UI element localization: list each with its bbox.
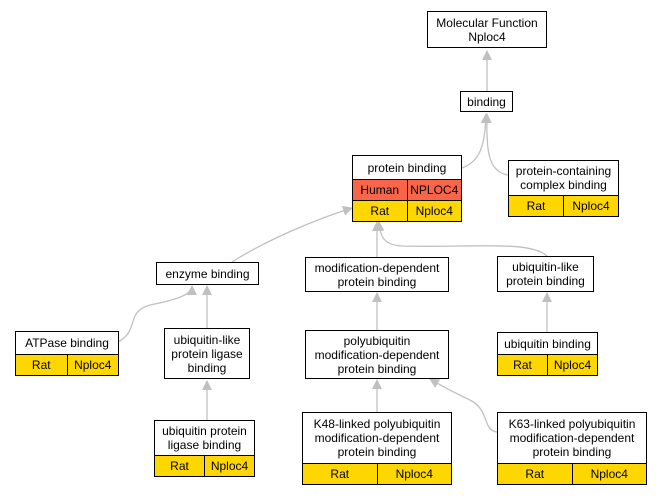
node-protein-binding[interactable]: protein binding Human NPLOC4 Rat Nploc4 [352, 155, 462, 222]
gene-cell: Nploc4 [406, 201, 461, 221]
ortholog-row-rat: Rat Nploc4 [303, 463, 451, 484]
edge-k63-polyub [429, 378, 498, 433]
node-label: binding [467, 94, 506, 109]
ortholog-row-rat: Rat Nploc4 [353, 200, 461, 221]
ortholog-row-rat: Rat Nploc4 [498, 354, 597, 375]
node-label: K48-linked polyubiquitin modification-de… [313, 417, 441, 459]
edge-enzyme-protein [231, 205, 353, 263]
node-protein-containing-complex-binding[interactable]: protein-containing complex binding Rat N… [508, 160, 619, 217]
edge-ubl-protein [374, 221, 548, 257]
node-label: ubiquitin-like protein ligase binding [171, 332, 243, 375]
node-molecular-function[interactable]: Molecular Function Nploc4 [427, 11, 547, 48]
node-atpase-binding[interactable]: ATPase binding Rat Nploc4 [15, 331, 119, 376]
edge-protein-binding [461, 113, 491, 169]
species-cell: Rat [498, 464, 572, 484]
node-k48-linked-polyubiquitin-binding[interactable]: K48-linked polyubiquitin modification-de… [302, 412, 452, 485]
edge-complex-binding [481, 113, 509, 176]
species-cell: Rat [303, 464, 377, 484]
node-label: ATPase binding [25, 336, 109, 350]
node-ubiquitin-protein-ligase-binding[interactable]: ubiquitin protein ligase binding Rat Npl… [154, 420, 255, 477]
node-binding[interactable]: binding [460, 91, 513, 112]
species-cell: Rat [353, 201, 407, 221]
node-ubiquitin-binding[interactable]: ubiquitin binding Rat Nploc4 [497, 332, 598, 376]
gene-cell: Nploc4 [66, 355, 118, 375]
node-label: ubiquitin protein ligase binding [162, 424, 247, 452]
node-enzyme-binding[interactable]: enzyme binding [156, 262, 259, 285]
node-label: protein binding [367, 160, 447, 175]
node-ubiquitin-like-protein-ligase-binding[interactable]: ubiquitin-like protein ligase binding [164, 328, 250, 379]
species-cell: Rat [498, 355, 547, 375]
gene-cell: Nploc4 [563, 196, 618, 216]
node-label: ubiquitin binding [504, 336, 591, 351]
gene-cell: NPLOC4 [406, 180, 461, 200]
gene-cell: Nploc4 [204, 456, 254, 476]
node-label: enzyme binding [165, 266, 250, 281]
ortholog-row-rat: Rat Nploc4 [155, 455, 254, 476]
gene-cell: Nploc4 [376, 464, 451, 484]
node-modification-dependent-protein-binding[interactable]: modification-dependent protein binding [305, 257, 449, 292]
ortholog-row-rat: Rat Nploc4 [16, 354, 118, 375]
node-ubiquitin-like-protein-binding[interactable]: ubiquitin-like protein binding [497, 256, 594, 292]
node-k63-linked-polyubiquitin-binding[interactable]: K63-linked polyubiquitin modification-de… [497, 412, 647, 485]
node-label: protein-containing complex binding [515, 164, 612, 192]
node-label: Molecular Function Nploc4 [436, 15, 538, 44]
species-cell: Human [353, 180, 407, 200]
edge-atpase-enzyme [117, 285, 197, 343]
species-cell: Rat [155, 456, 204, 476]
species-cell: Rat [16, 355, 67, 375]
node-label: K63-linked polyubiquitin modification-de… [508, 417, 636, 459]
node-polyubiquitin-modification-dependent-protein-binding[interactable]: polyubiquitin modification-dependent pro… [305, 330, 449, 379]
ortholog-row-human: Human NPLOC4 [353, 179, 461, 200]
ortholog-row-rat: Rat Nploc4 [509, 195, 618, 216]
node-label: polyubiquitin modification-dependent pro… [314, 333, 440, 376]
gene-cell: Nploc4 [571, 464, 646, 484]
node-label: ubiquitin-like protein binding [506, 260, 585, 288]
node-label: modification-dependent protein binding [314, 260, 440, 289]
species-cell: Rat [509, 196, 563, 216]
gene-cell: Nploc4 [547, 355, 597, 375]
ortholog-row-rat: Rat Nploc4 [498, 463, 646, 484]
